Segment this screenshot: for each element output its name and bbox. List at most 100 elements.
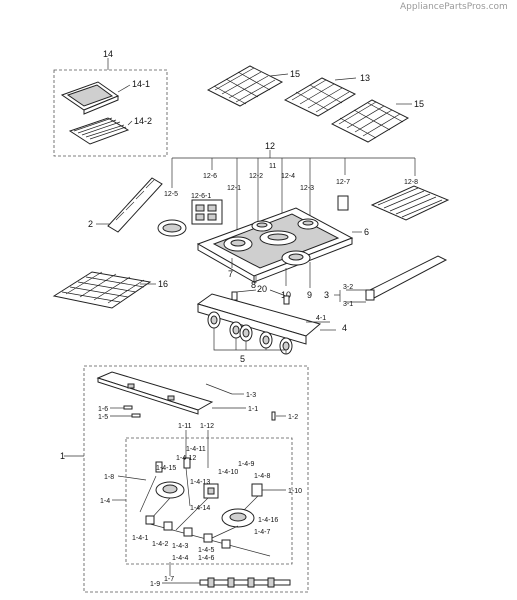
- screw-1-2[interactable]: [271, 411, 276, 421]
- clip-right[interactable]: [283, 295, 290, 305]
- label-14-1: 14-1: [132, 79, 150, 89]
- valve-1-4-8[interactable]: [251, 483, 263, 497]
- label-3-2: 3-2: [343, 284, 353, 291]
- label-1-4-14: 1-4-14: [190, 505, 210, 512]
- burner-rear-right[interactable]: [297, 218, 319, 230]
- label-14: 14: [103, 49, 113, 59]
- label-1-4-2: 1-4-2: [152, 541, 168, 548]
- drawer-accessories-box: [53, 58, 168, 157]
- burner-front-left[interactable]: [223, 236, 253, 252]
- watermark: AppliancePartsPros.com: [400, 2, 508, 12]
- broiler-pan[interactable]: [60, 81, 120, 115]
- label-3-1: 3-1: [343, 301, 353, 308]
- label-16: 16: [158, 279, 168, 289]
- clip-1-6[interactable]: [123, 405, 133, 410]
- label-1-5: 1-5: [98, 414, 108, 421]
- label-1-4-6: 1-4-6: [198, 555, 214, 562]
- label-1-4-15: 1-4-15: [156, 465, 176, 472]
- label-1-8: 1-8: [104, 474, 114, 481]
- label-9: 9: [307, 290, 312, 300]
- label-15-left: 15: [290, 69, 300, 79]
- burner-base-right[interactable]: [221, 508, 255, 528]
- label-1-4-11: 1-4-11: [186, 446, 206, 453]
- label-1-4-4: 1-4-4: [172, 555, 188, 562]
- label-1-9: 1-9: [150, 581, 160, 588]
- main-gas-pipe[interactable]: [199, 577, 291, 588]
- side-trim-left[interactable]: [107, 177, 163, 233]
- label-6: 6: [364, 227, 369, 237]
- label-15-right: 15: [414, 99, 424, 109]
- griddle[interactable]: [370, 185, 450, 221]
- label-12-7: 12-7: [336, 179, 350, 186]
- burner-base-center[interactable]: [203, 483, 219, 499]
- gas-manifold-box: [64, 365, 309, 593]
- label-3: 3: [324, 290, 329, 300]
- burner-rear-left[interactable]: [251, 220, 273, 232]
- label-14-2: 14-2: [134, 116, 152, 126]
- knob-1[interactable]: [207, 311, 221, 329]
- label-1-4-12: 1-4-12: [176, 455, 196, 462]
- grate-left[interactable]: [206, 65, 284, 107]
- label-1-4-3: 1-4-3: [172, 543, 188, 550]
- label-1-4-1: 1-4-1: [132, 535, 148, 542]
- label-11: 11: [269, 163, 276, 170]
- grate-right[interactable]: [330, 99, 410, 143]
- igniter-1-4-12[interactable]: [155, 461, 163, 473]
- knob-2[interactable]: [229, 321, 243, 339]
- label-1-4-9: 1-4-9: [238, 461, 254, 468]
- label-12-8: 12-8: [404, 179, 418, 186]
- broil-rack[interactable]: [68, 117, 130, 145]
- burner-front-right[interactable]: [281, 250, 311, 266]
- label-1-4-5: 1-4-5: [198, 547, 214, 554]
- label-1-4-10: 1-4-10: [218, 469, 238, 476]
- burner-base-left[interactable]: [155, 481, 185, 499]
- label-1-1: 1-1: [248, 406, 258, 413]
- burner-oval-center[interactable]: [259, 230, 297, 246]
- label-1-4-8: 1-4-8: [254, 473, 270, 480]
- label-1-4: 1-4: [100, 498, 110, 505]
- label-7: 7: [228, 269, 233, 279]
- label-10: 10: [281, 290, 291, 300]
- label-1-2: 1-2: [288, 414, 298, 421]
- control-board[interactable]: [191, 199, 223, 225]
- label-12: 12: [265, 141, 275, 151]
- label-12-6-1: 12-6-1: [191, 193, 211, 200]
- label-5: 5: [240, 354, 245, 364]
- label-12-1: 12-1: [227, 185, 241, 192]
- label-1-11: 1-11: [178, 423, 192, 430]
- label-1: 1: [60, 451, 65, 461]
- label-1-4-16: 1-4-16: [258, 517, 278, 524]
- simmer-plate[interactable]: [157, 219, 187, 237]
- leader-lines-12: [171, 150, 416, 230]
- label-1-7: 1-7: [164, 576, 174, 583]
- label-4: 4: [342, 323, 347, 333]
- grate-center[interactable]: [283, 77, 357, 117]
- label-1-10: 1-10: [288, 488, 302, 495]
- wire-1-3[interactable]: [205, 383, 233, 395]
- knob-4[interactable]: [259, 331, 273, 349]
- label-12-2: 12-2: [249, 173, 263, 180]
- knob-3[interactable]: [239, 324, 253, 342]
- label-20: 20: [257, 284, 267, 294]
- manifold-bracket[interactable]: [96, 371, 214, 415]
- control-panel[interactable]: [196, 293, 322, 345]
- label-12-5: 12-5: [164, 191, 178, 198]
- oven-rack[interactable]: [52, 271, 152, 309]
- valve-row[interactable]: [145, 515, 231, 549]
- label-12-3: 12-3: [300, 185, 314, 192]
- label-1-3: 1-3: [246, 392, 256, 399]
- igniter-bracket[interactable]: [337, 195, 349, 211]
- label-1-4-7: 1-4-7: [254, 529, 270, 536]
- screw-1-5[interactable]: [131, 413, 141, 418]
- igniter-1-4-11[interactable]: [183, 457, 191, 469]
- clip-left[interactable]: [231, 291, 238, 301]
- label-12-4: 12-4: [281, 173, 295, 180]
- label-13: 13: [360, 73, 370, 83]
- label-1-6: 1-6: [98, 406, 108, 413]
- label-1-4-13: 1-4-13: [190, 479, 210, 486]
- label-4-1: 4-1: [316, 315, 326, 322]
- label-12-6: 12-6: [203, 173, 217, 180]
- cooktop-assembly[interactable]: [196, 207, 354, 283]
- side-trim-right[interactable]: [365, 255, 448, 301]
